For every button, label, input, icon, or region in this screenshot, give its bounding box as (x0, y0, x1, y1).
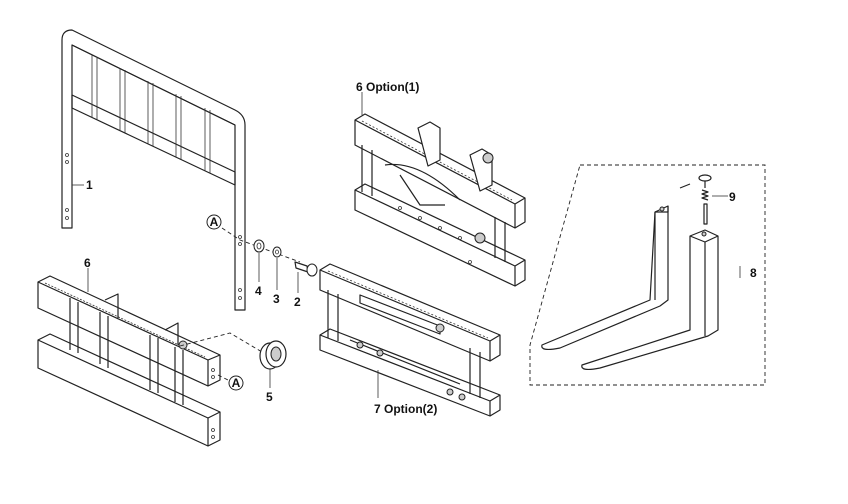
label-part-2: 2 (294, 295, 301, 309)
fork-carriage (37, 268, 221, 447)
option-2-carriage (319, 263, 501, 417)
label-part-6-carriage: 6 (84, 256, 91, 270)
label-part-6-option: 6 Option(1) (356, 80, 419, 94)
reference-a-lower: A (228, 375, 244, 391)
fork-pin (679, 174, 728, 225)
label-part-4: 4 (255, 284, 262, 298)
load-backrest (61, 29, 246, 311)
roller (179, 332, 287, 388)
option-1-carriage (354, 92, 526, 287)
ref-a-upper-label: A (210, 215, 219, 229)
label-part-8: 8 (750, 266, 757, 280)
label-part-9: 9 (729, 190, 736, 204)
label-part-1: 1 (86, 178, 93, 192)
hardware-set (221, 227, 318, 293)
reference-a-upper: A (206, 214, 222, 230)
ref-a-lower-label: A (232, 376, 241, 390)
forks (529, 164, 766, 386)
label-part-5: 5 (266, 390, 273, 404)
label-part-3: 3 (273, 292, 280, 306)
label-part-7-option: 7 Option(2) (374, 402, 437, 416)
